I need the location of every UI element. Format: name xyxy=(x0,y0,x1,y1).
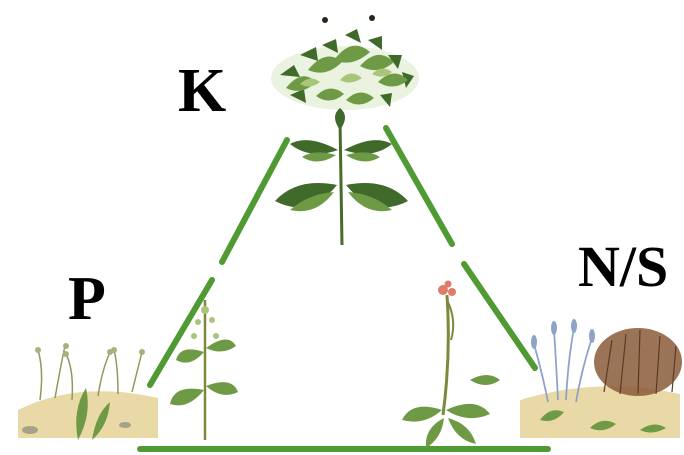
hawkweed-icon xyxy=(402,281,500,449)
triangle-outline xyxy=(140,128,548,449)
shrub xyxy=(594,328,682,396)
label-potassium: K xyxy=(178,60,226,122)
triangle-left-edge-lower xyxy=(150,280,212,385)
goosefoot-icon xyxy=(170,300,238,440)
triangle-right-edge-lower xyxy=(464,264,535,368)
label-nitrogen-sulfur: N/S xyxy=(578,238,668,296)
label-phosphorus: P xyxy=(68,268,106,330)
heath-patch-icon xyxy=(520,319,682,438)
nettle-patch-icon xyxy=(271,15,419,110)
meadow-patch-icon xyxy=(18,343,158,440)
triangle-right-edge-upper xyxy=(386,128,452,244)
